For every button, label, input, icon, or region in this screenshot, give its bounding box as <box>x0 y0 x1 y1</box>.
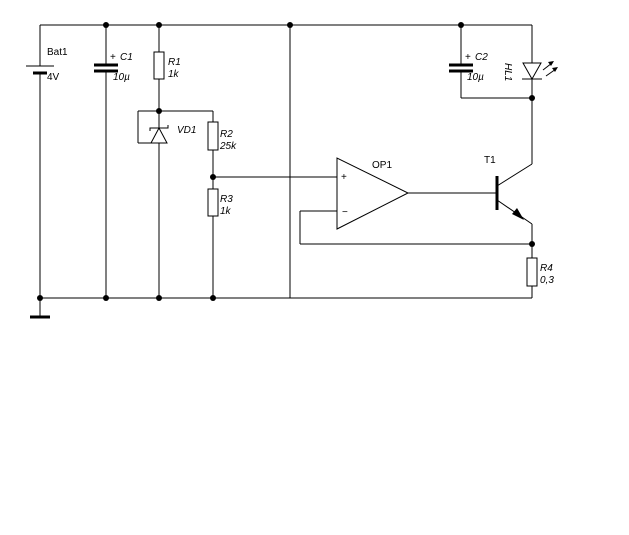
led-hl1 <box>522 25 558 98</box>
c2-label: C2 <box>475 52 488 63</box>
bat1-value: 4V <box>47 72 60 83</box>
t1-label: T1 <box>484 155 496 166</box>
r3-label: R3 <box>220 194 233 205</box>
c1-value: 10µ <box>113 72 130 83</box>
divider-wire <box>159 110 214 122</box>
resistor-r3 <box>207 188 219 298</box>
resistor-r1 <box>153 25 165 298</box>
c1-polarity: + <box>110 52 116 63</box>
r2-value: 25k <box>219 141 237 152</box>
c1-label: C1 <box>120 52 133 63</box>
junctions <box>37 22 535 301</box>
bat1-label: Bat1 <box>47 47 68 58</box>
c2-polarity: + <box>465 52 471 63</box>
battery-bat1 <box>26 25 54 298</box>
opamp-op1 <box>213 157 532 245</box>
r1-label: R1 <box>168 57 181 68</box>
r3-value: 1k <box>220 206 232 217</box>
r4-value: 0,3 <box>540 275 554 286</box>
r4-label: R4 <box>540 263 553 274</box>
op1-minus-sign: − <box>342 207 348 218</box>
op1-label: OP1 <box>372 160 392 171</box>
vd1-label: VD1 <box>177 125 196 136</box>
hl1-label: HL1 <box>502 63 513 81</box>
resistor-r4 <box>526 257 538 298</box>
capacitor-c2 <box>449 25 532 99</box>
op1-plus-sign: + <box>341 172 347 183</box>
zener-vd1 <box>137 110 169 144</box>
resistor-r2 <box>207 121 219 189</box>
r1-value: 1k <box>168 69 180 80</box>
transistor-t1 <box>495 163 533 225</box>
r2-label: R2 <box>220 129 233 140</box>
c2-value: 10µ <box>467 72 484 83</box>
capacitor-c1 <box>94 25 118 298</box>
